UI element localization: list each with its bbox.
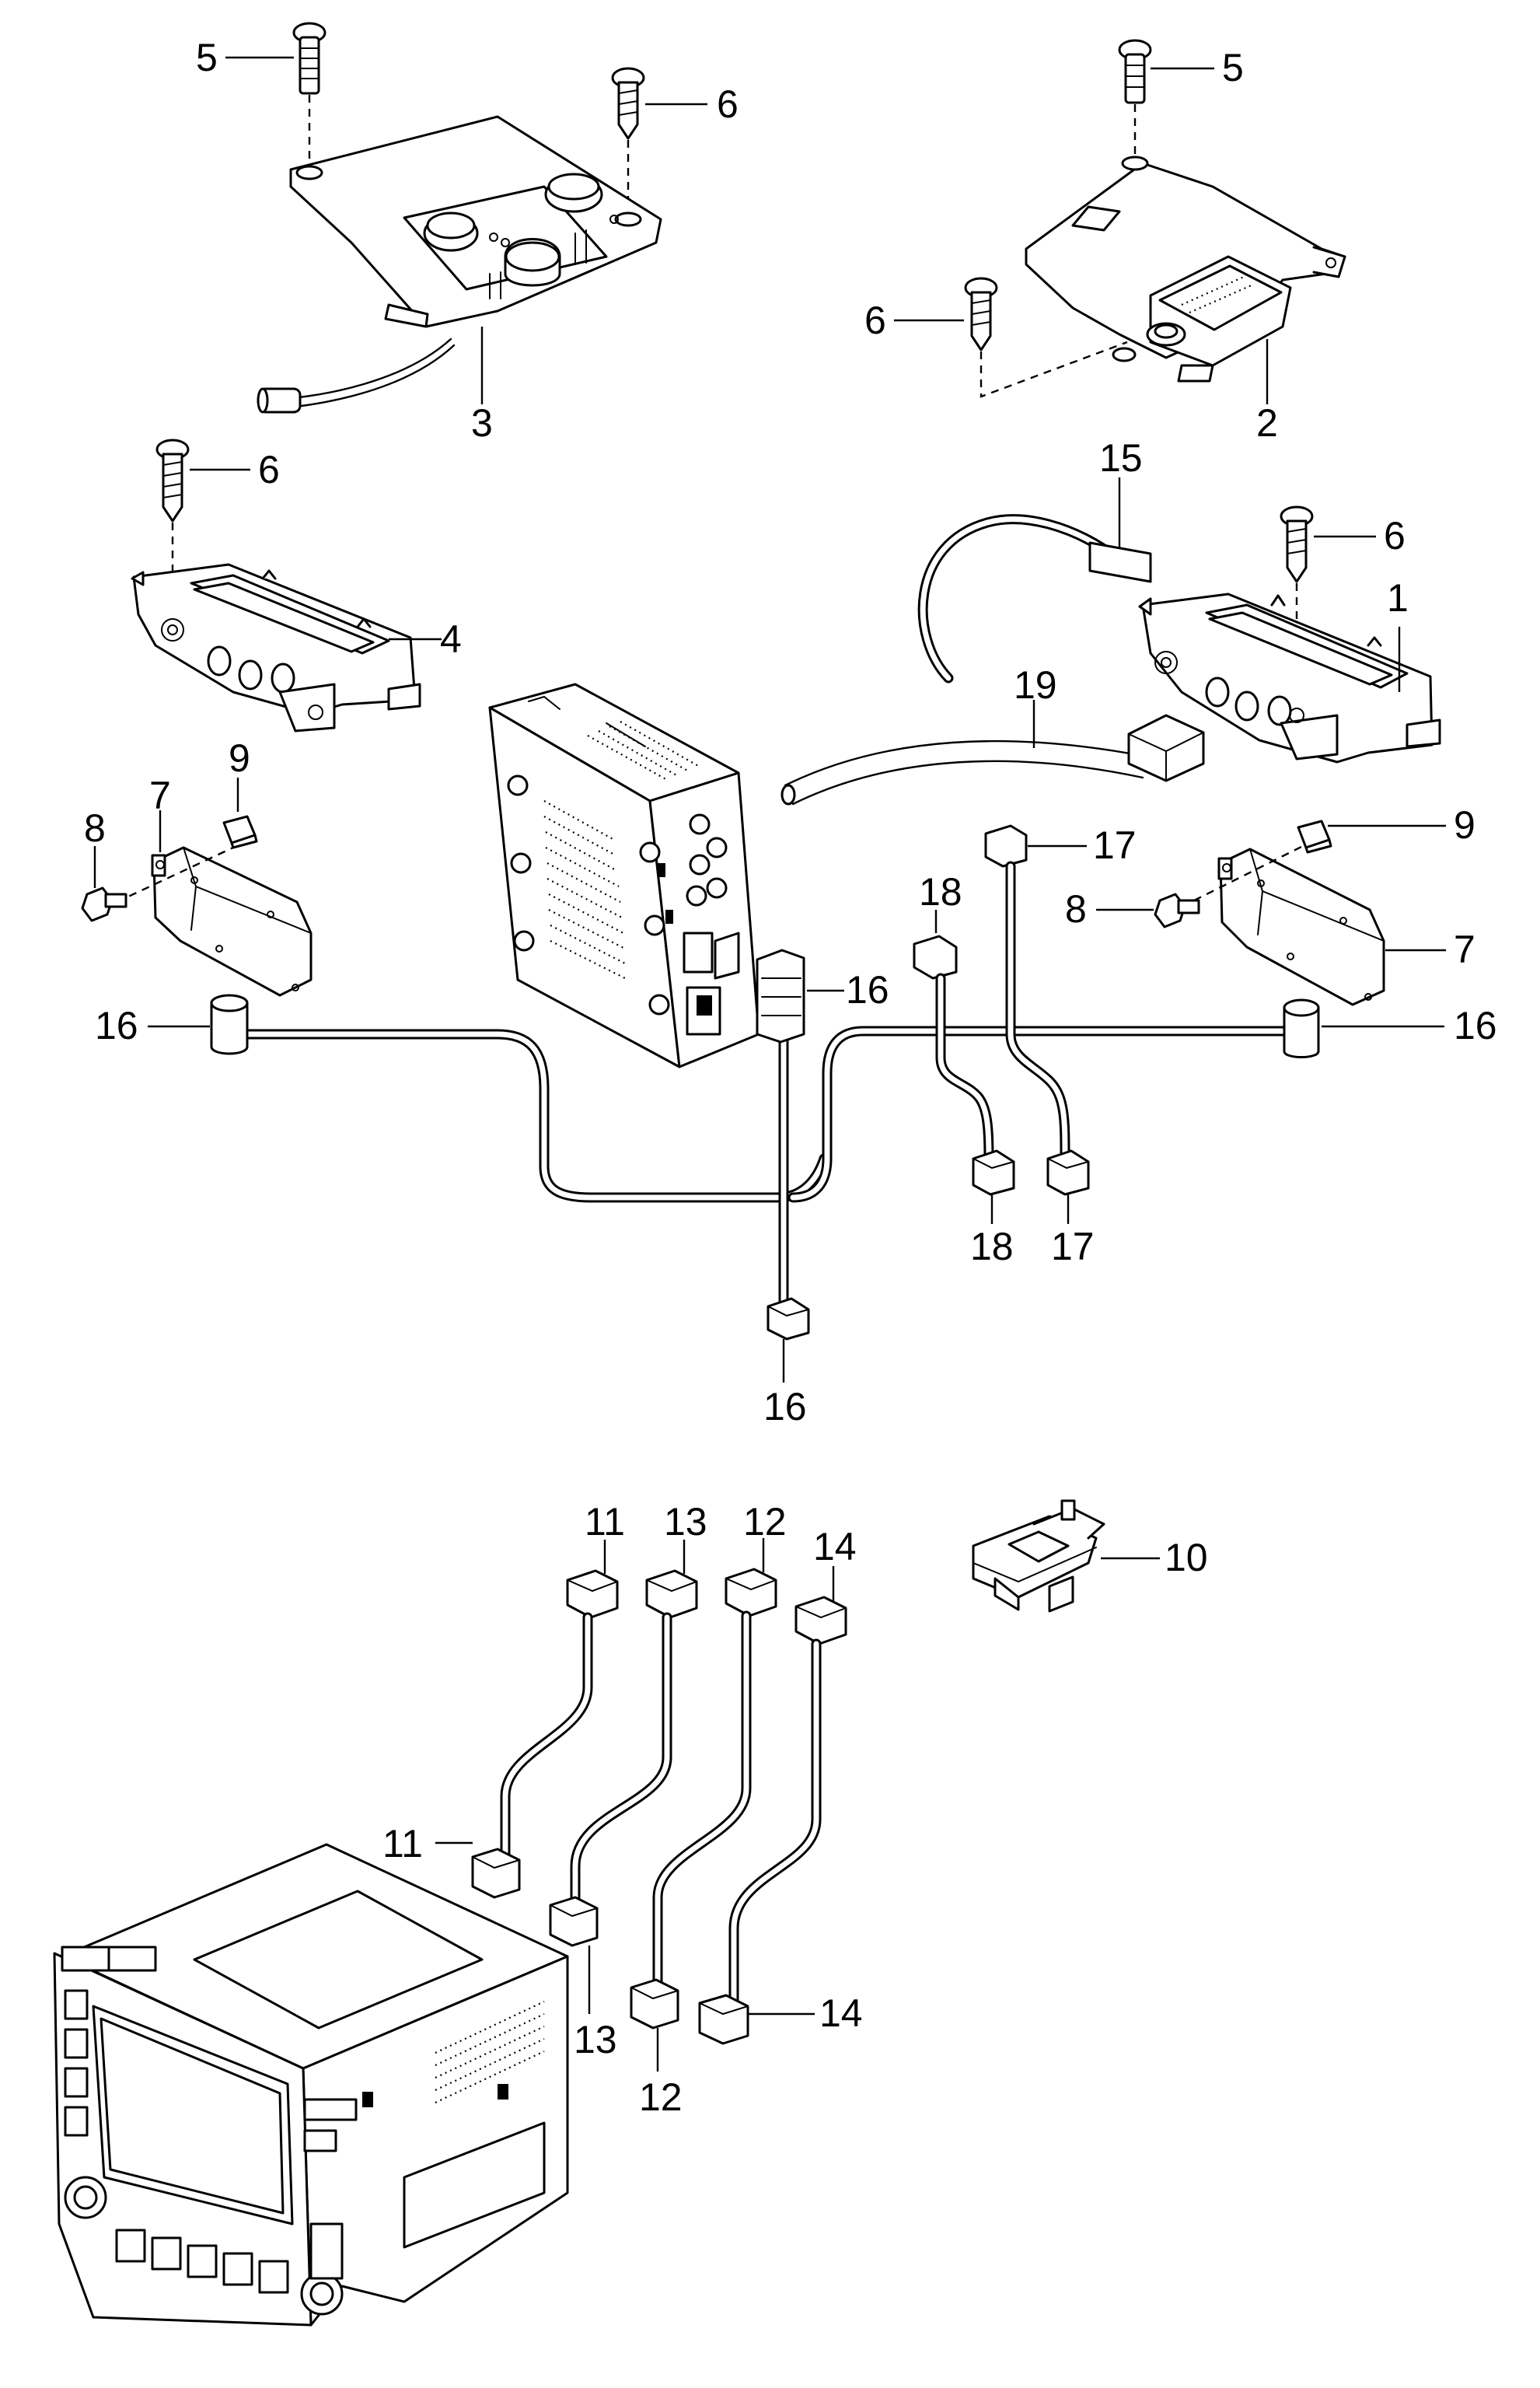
screw-6-top-left [611, 67, 645, 218]
callout-2: 2 [1256, 401, 1278, 445]
cable-15 [917, 514, 1152, 684]
callout-14-bottom: 14 [819, 1991, 863, 2035]
callout-12-top: 12 [743, 1500, 787, 1544]
callout-17-top: 17 [1093, 823, 1137, 867]
head-unit-side-grille [435, 2001, 545, 2103]
callout-6-mid-left: 6 [258, 448, 280, 491]
amplifier-module-7-right [1181, 843, 1385, 1006]
head-unit [53, 1843, 569, 2327]
wiring-harness-16 [210, 949, 1320, 1341]
callout-8-left: 8 [84, 806, 106, 850]
callout-11-bottom: 11 [382, 1822, 423, 1865]
screw-5-right [1118, 39, 1152, 163]
callout-15: 15 [1099, 436, 1143, 480]
control-unit-box [488, 683, 760, 1068]
callout-1: 1 [1387, 576, 1409, 620]
cable-18 [913, 935, 1015, 1196]
callout-18-top: 18 [919, 870, 962, 914]
amplifier-module-7-left [116, 846, 313, 997]
cable-13 [549, 1569, 698, 1947]
callout-17-bottom: 17 [1051, 1225, 1095, 1268]
gps-bracket-2 [1025, 156, 1346, 383]
callout-9-right: 9 [1454, 803, 1475, 847]
box-side-vent-grille [543, 800, 629, 981]
callout-5-left: 5 [196, 36, 218, 79]
callout-19: 19 [1014, 663, 1057, 707]
callout-14-top: 14 [813, 1525, 857, 1568]
callout-7-right: 7 [1454, 928, 1475, 971]
screw-5-left [292, 22, 327, 173]
mounting-clip-10 [972, 1499, 1105, 1613]
cable-11 [471, 1569, 619, 1899]
connector-cap-9-left [222, 815, 258, 849]
callout-6-top-left: 6 [717, 82, 739, 126]
antenna-amplifier-1 [1138, 593, 1441, 764]
cable-19 [780, 714, 1205, 806]
callout-16-bottom: 16 [763, 1385, 807, 1428]
callout-10: 10 [1165, 1536, 1208, 1579]
screw-6-top-right [964, 277, 1128, 398]
callout-16-center: 16 [846, 968, 889, 1012]
callout-5-right: 5 [1222, 46, 1244, 89]
cable-14 [698, 1596, 847, 2045]
antenna-amplifier-4 [131, 563, 421, 732]
cable-12 [630, 1568, 777, 2030]
screw-6-mid-right [1280, 505, 1314, 715]
callout-6-top-right: 6 [864, 299, 886, 342]
callout-16-left: 16 [95, 1004, 138, 1047]
callout-4: 4 [440, 617, 462, 661]
callout-11-top: 11 [585, 1500, 625, 1544]
callout-12-bottom: 12 [639, 2075, 683, 2119]
callout-3: 3 [471, 401, 493, 445]
antenna-bracket-3 [257, 115, 662, 414]
connector-cap-9-right [1297, 820, 1332, 854]
bolt-8-right [1154, 893, 1200, 928]
callout-8-right: 8 [1065, 887, 1087, 931]
callout-7-left: 7 [149, 774, 171, 817]
callout-9-left: 9 [229, 736, 250, 780]
callout-6-mid-right: 6 [1384, 514, 1406, 558]
callout-16-right: 16 [1454, 1004, 1497, 1047]
callout-18-bottom: 18 [970, 1225, 1014, 1268]
cable-17 [984, 824, 1090, 1196]
callout-13-top: 13 [664, 1500, 707, 1544]
bolt-8-left [81, 886, 127, 922]
callout-13-bottom: 13 [574, 2018, 617, 2061]
